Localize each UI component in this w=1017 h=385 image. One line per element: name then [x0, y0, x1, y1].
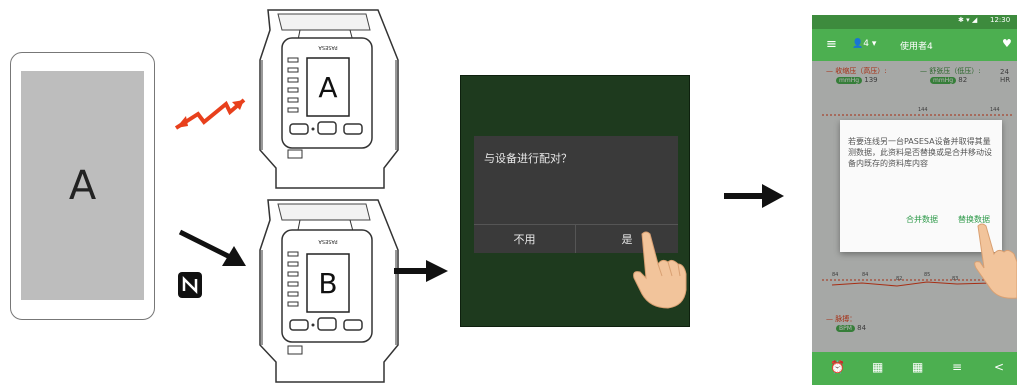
unit-badge: mmHg [930, 77, 957, 84]
arrow-to-device-b [178, 229, 246, 266]
range-button[interactable]: 24 HR [1000, 68, 1011, 84]
tap-hand-icon [974, 223, 1017, 299]
pulse-badge: BPM [836, 325, 855, 332]
device-b-brand: PASESA [318, 238, 338, 244]
no-button[interactable]: 不用 [513, 233, 536, 246]
user-switcher[interactable]: 👤4 ▾ [852, 39, 876, 49]
diastolic-reading: mmHg 82 [930, 76, 967, 84]
menu-icon[interactable]: ≡ [826, 37, 837, 52]
user-count: 4 [863, 39, 869, 49]
list-icon[interactable]: ≡ [952, 360, 963, 374]
tap-hand-icon [633, 231, 687, 309]
share-icon[interactable]: < [994, 360, 1005, 374]
systolic-reading: mmHg 139 [836, 76, 878, 84]
pulse-value: 84 [857, 324, 867, 332]
systolic-value: 139 [864, 76, 878, 84]
mid-reading: 144 [918, 107, 928, 113]
device-a-brand: PASESA [318, 44, 338, 50]
status-time: 12:30 [990, 16, 1011, 24]
nfc-icon [178, 272, 202, 298]
pulse-reading: 84 [832, 272, 839, 278]
pulse-reading: 84 [862, 272, 869, 278]
pulse-label: — 脉搏： [826, 315, 857, 323]
unit-badge: mmHg [836, 77, 863, 84]
user-icon: 👤 [852, 39, 864, 49]
pulse-reading: 82 [896, 276, 903, 282]
pair-dialog-divider [474, 224, 678, 225]
heart-pulse-icon[interactable]: ♥ [1002, 37, 1012, 50]
history-chart [822, 114, 1012, 287]
status-icons: ✱ ▾ ◢ [958, 16, 978, 24]
data-sync-dialog [840, 120, 1002, 252]
device-b [259, 199, 399, 383]
calendar-alt-icon[interactable]: ▦ [912, 360, 924, 374]
systolic-label: — 收缩压（高压）: [826, 67, 887, 75]
phone-letter: A [68, 162, 97, 209]
replace-data-button[interactable]: 替换数据 [958, 215, 990, 224]
pair-dialog-button-divider [575, 225, 576, 253]
pulse-reading: 85 [924, 272, 931, 278]
app-bottom-bar [812, 352, 1017, 385]
pair-dialog-question: 与设备进行配对？ [484, 152, 572, 165]
device-a-letter: A [318, 70, 338, 104]
calendar-icon[interactable]: ▦ [872, 360, 884, 374]
device-b-letter: B [318, 266, 338, 300]
bluetooth-link-icon [174, 98, 246, 130]
merge-data-button[interactable]: 合并数据 [906, 215, 938, 224]
pulse-reading: 83 [952, 276, 959, 282]
arrow-to-app [724, 184, 784, 208]
yes-button[interactable]: 是 [621, 233, 633, 246]
mid-reading: 144 [990, 107, 1000, 113]
smartphone: A [10, 52, 155, 320]
data-sync-message: 若要连线另一台PASESA设备并取得其量测数据，此资料是否替换或是合并移动设备内… [848, 137, 992, 168]
diastolic-label: — 舒张压（低压）: [920, 67, 981, 75]
phone-screen [21, 71, 144, 300]
device-a [259, 9, 399, 189]
status-bar [812, 15, 1017, 29]
arrow-to-pair-dialog [394, 260, 448, 282]
app-toolbar [812, 29, 1017, 61]
alarm-icon[interactable]: ⏰ [830, 360, 845, 374]
user-title: 使用者4 [900, 42, 933, 52]
pulse-summary: BPM 84 [836, 324, 866, 332]
diastolic-value: 82 [958, 76, 968, 84]
chevron-down-icon: ▾ [868, 39, 877, 49]
